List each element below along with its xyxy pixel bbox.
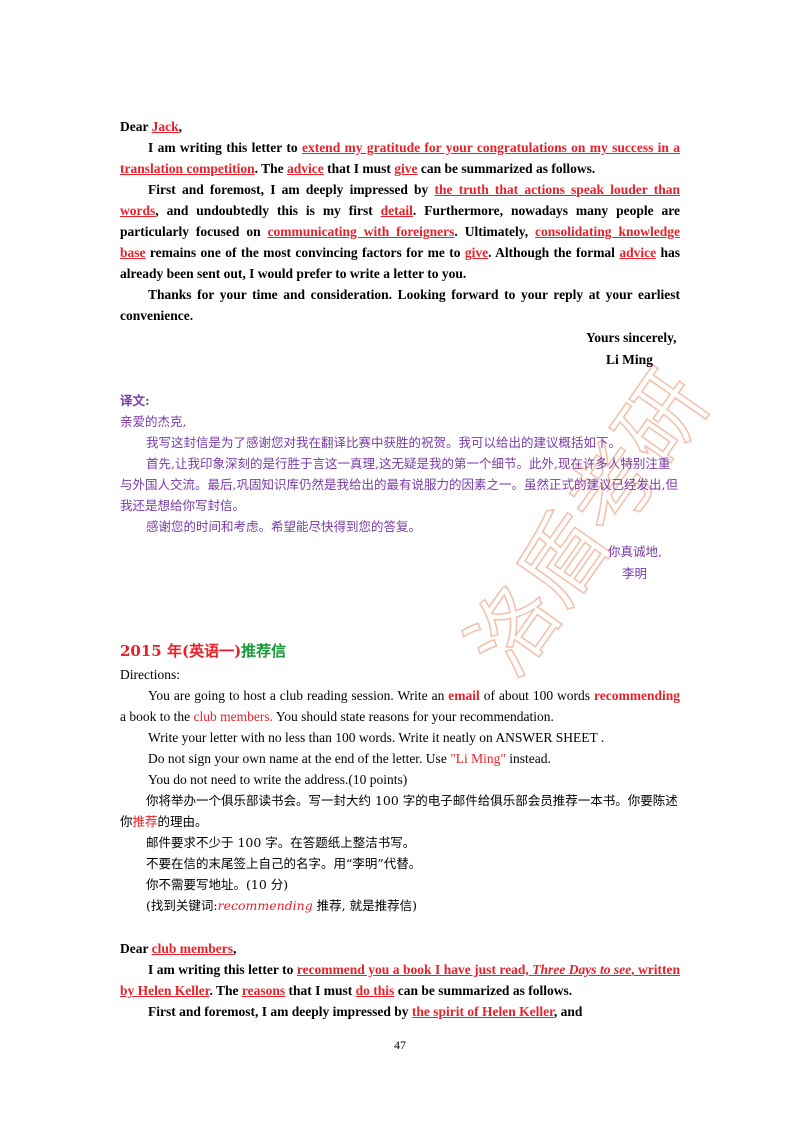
directions: Directions: You are going to host a club… (120, 664, 680, 916)
page-number: 47 (394, 1038, 406, 1052)
directions-cn-5: (找到关键词:recommending 推荐, 就是推荐信) (146, 898, 418, 913)
letter-one-signature: Li Ming (606, 352, 653, 367)
salutation-comma: , (178, 119, 182, 134)
key-phrase: , written by Helen Keller (120, 962, 681, 998)
keyword: email (448, 688, 480, 703)
translation-paragraph-1: 我写这封信是为了感谢您对我在翻译比赛中获胜的祝贺。我可以给出的建议概括如下。 (146, 435, 622, 450)
directions-cn-1: 你将举办一个俱乐部读书会。写一封大约 100 字的电子邮件给俱乐部会员推荐一本书… (120, 793, 678, 829)
key-phrase: advice (287, 161, 324, 176)
key-phrase: the truth that actions speak louder than… (120, 182, 680, 218)
keyword: "Li Ming" (450, 751, 506, 766)
directions-cn-3: 不要在信的末尾签上自己的名字。用“李明”代替。 (146, 856, 422, 871)
letter-two-paragraph-2: First and foremost, I am deeply impresse… (148, 1004, 583, 1019)
key-phrase: communicating with foreigners (267, 224, 455, 239)
salutation-prefix: Dear (120, 119, 152, 134)
key-phrase: the spirit of Helen Keller (411, 1004, 554, 1019)
letter-two-salutation: Dear club members, (120, 941, 237, 956)
translation-paragraph-3: 感谢您的时间和考虑。希望能尽快得到您的答复。 (146, 519, 422, 534)
key-phrase: give (464, 245, 489, 260)
salutation-name: club members (151, 941, 233, 956)
section-heading: 2015 年(英语一)推荐信 (120, 640, 286, 661)
directions-line-1: You are going to host a club reading ses… (120, 688, 680, 724)
keyword: 推荐 (132, 814, 158, 829)
letter-one: Dear Jack, I am writing this letter to e… (120, 116, 680, 326)
keyword: recommending (594, 688, 680, 703)
directions-cn-2: 邮件要求不少于 100 字。在答题纸上整洁书写。 (146, 835, 416, 850)
letter-one-closing: Yours sincerely, (586, 330, 677, 345)
key-phrase: reasons (241, 983, 286, 998)
letter-two-paragraph-1: I am writing this letter to recommend yo… (120, 962, 681, 998)
key-phrase: advice (619, 245, 657, 260)
letter-two: Dear club members, I am writing this let… (120, 938, 680, 1022)
salutation-name: Jack (151, 119, 179, 134)
letter-one-salutation: Dear Jack, (120, 116, 680, 137)
key-phrase: recommend you a book I have just read, (296, 962, 533, 977)
translation-salutation: 亲爱的杰克, (120, 414, 187, 429)
key-phrase: do this (355, 983, 395, 998)
section-type: 推荐信 (241, 642, 287, 660)
letter-one-paragraph-1: I am writing this letter to extend my gr… (120, 140, 680, 176)
key-phrase: give (394, 161, 418, 176)
translation-closing: 你真诚地, (608, 544, 662, 559)
directions-line-3: Do not sign your own name at the end of … (148, 751, 551, 766)
directions-line-4: You do not need to write the address.(10… (148, 772, 408, 787)
keyword: club members. (193, 709, 273, 724)
translation-paragraph-2: 首先,让我印象深刻的是行胜于言这一真理,这无疑是我的第一个细节。此外,现在许多人… (120, 456, 678, 513)
book-title: Three Days to see (532, 962, 632, 977)
key-phrase: consolidating knowledge base (120, 224, 680, 260)
directions-line-2: Write your letter with no less than 100 … (148, 730, 605, 745)
keyword: recommending (217, 898, 313, 913)
letter-one-paragraph-2: First and foremost, I am deeply impresse… (120, 182, 681, 281)
key-phrase: detail (380, 203, 413, 218)
translation: 译文: 亲爱的杰克, 我写这封信是为了感谢您对我在翻译比赛中获胜的祝贺。我可以给… (120, 390, 680, 537)
section-year: 2015 年(英语一) (120, 642, 242, 660)
letter-one-paragraph-3: Thanks for your time and consideration. … (120, 287, 680, 323)
directions-cn-4: 你不需要写地址。(10 分) (146, 877, 289, 892)
translation-signature: 李明 (622, 566, 648, 581)
directions-label: Directions: (120, 667, 180, 682)
translation-label: 译文: (120, 393, 150, 408)
key-phrase: extend my gratitude for your congratulat… (120, 140, 680, 176)
